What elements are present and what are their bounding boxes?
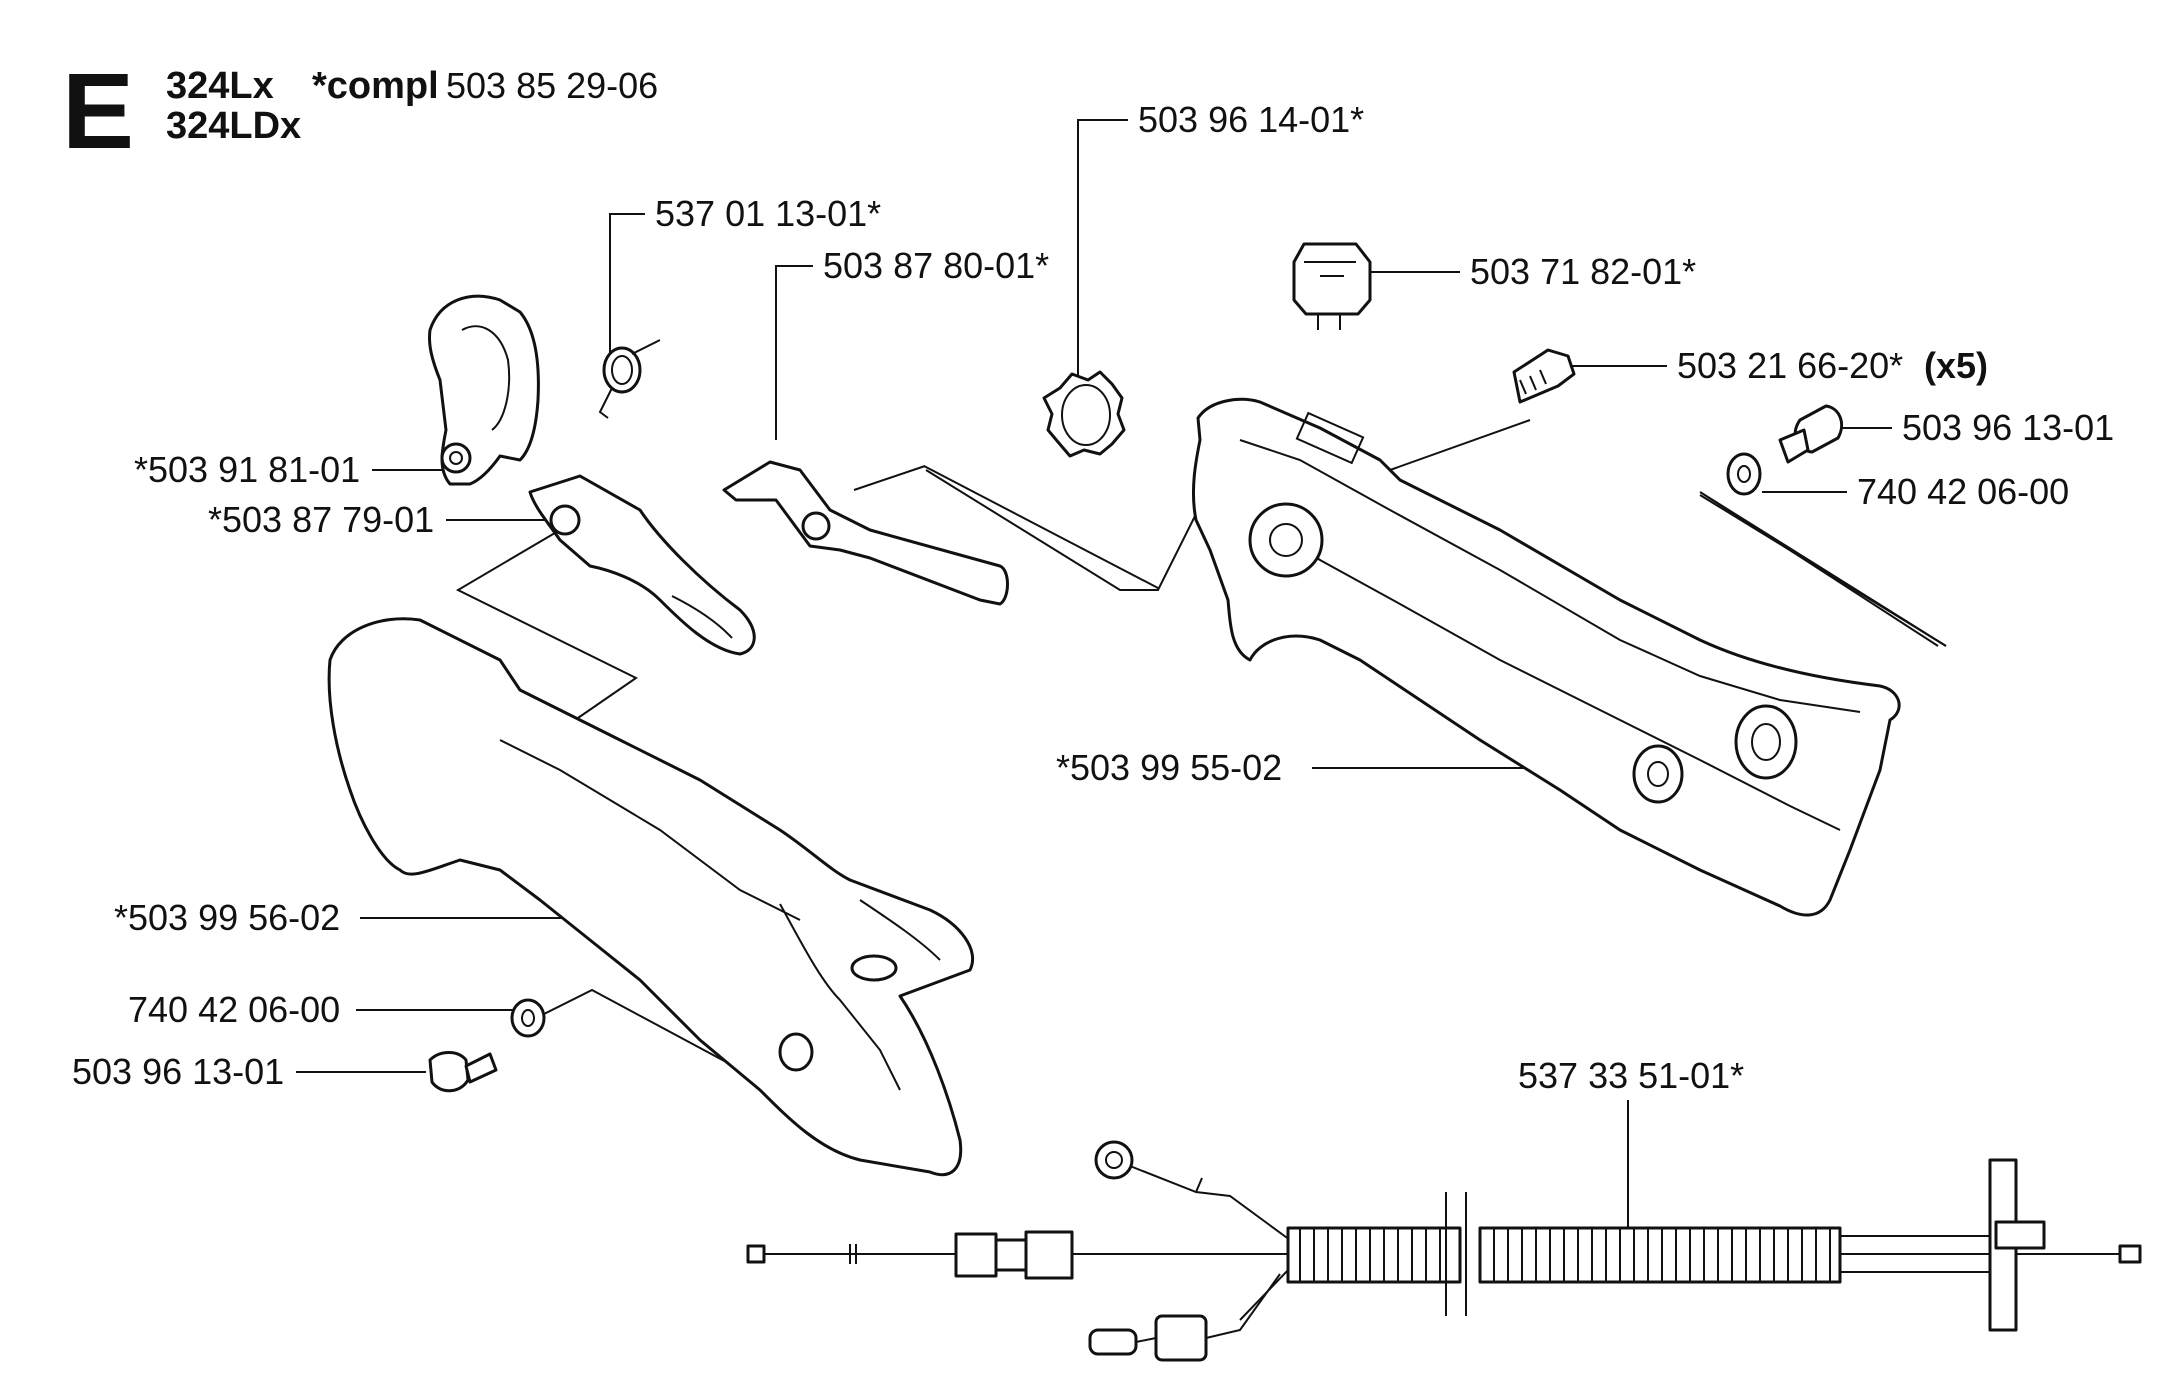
throttle-bracket-part bbox=[428, 294, 540, 486]
handle-half-right-part bbox=[1191, 397, 1901, 917]
model-324lx: 324Lx bbox=[166, 65, 274, 107]
throttle-trigger-part bbox=[528, 474, 756, 656]
cable-harness-part bbox=[746, 1140, 2142, 1362]
callout-x5-quantity: (x5) bbox=[1924, 345, 1988, 386]
callout-503-71-82-01: 503 71 82-01* bbox=[1470, 251, 1696, 292]
callout-503-91-81-01: *503 91 81-01 bbox=[134, 449, 360, 490]
spring-part bbox=[598, 339, 661, 419]
handle-half-left-part bbox=[327, 617, 975, 1177]
callout-503-96-13-01-left: 503 96 13-01 bbox=[72, 1051, 284, 1092]
callout-503-87-80-01: 503 87 80-01* bbox=[823, 245, 1049, 286]
callout-740-42-06-00-right: 740 42 06-00 bbox=[1857, 471, 2069, 512]
callout-503-99-56-02: *503 99 56-02 bbox=[114, 897, 340, 938]
compl-label: *compl bbox=[312, 65, 439, 107]
stop-switch-part bbox=[1292, 242, 1372, 330]
lock-ring-part bbox=[1042, 370, 1126, 458]
screw-washer-left-part bbox=[428, 998, 546, 1093]
callout-503-21-66-20: 503 21 66-20* bbox=[1677, 345, 1903, 386]
screw-washer-right-part bbox=[1726, 404, 1843, 496]
callout-503-99-55-02: *503 99 55-02 bbox=[1056, 747, 1282, 788]
callout-537-01-13-01: 537 01 13-01* bbox=[655, 193, 881, 234]
callout-503-96-14-01: 503 96 14-01* bbox=[1138, 99, 1364, 140]
callout-740-42-06-00-left: 740 42 06-00 bbox=[128, 989, 340, 1030]
section-letter: E bbox=[62, 50, 134, 171]
callout-503-96-13-01-right: 503 96 13-01 bbox=[1902, 407, 2114, 448]
callout-537-33-51-01: 537 33 51-01* bbox=[1518, 1055, 1744, 1096]
callout-503-87-79-01: *503 87 79-01 bbox=[208, 499, 434, 540]
lockout-lever-part bbox=[722, 460, 1009, 606]
compl-number: 503 85 29-06 bbox=[446, 65, 658, 106]
model-324ldx: 324LDx bbox=[166, 105, 301, 147]
screw-part-x5 bbox=[1512, 348, 1576, 404]
